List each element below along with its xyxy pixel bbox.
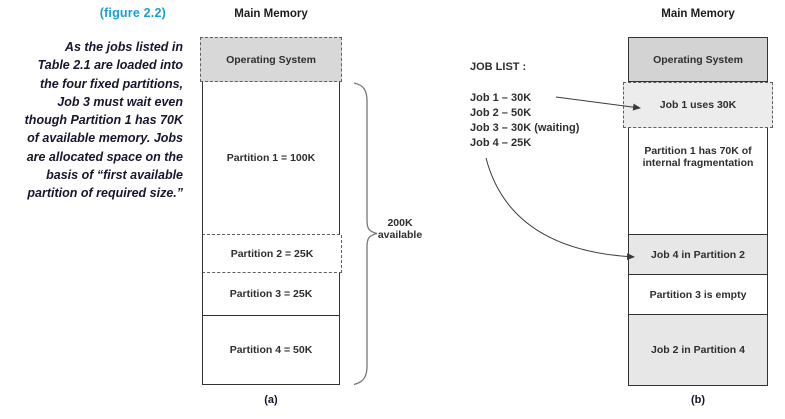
caption-line: Job 3 must wait even — [57, 94, 183, 109]
job-list-item-2: Job 2 – 50K — [470, 107, 532, 119]
available-memory-line2: available — [377, 228, 423, 241]
partition-1-fragmentation-label: Partition 1 has 70K of internal fragment… — [643, 145, 754, 169]
job-list-heading: JOB LIST : — [470, 61, 527, 73]
available-memory-label: 200K available — [376, 217, 424, 241]
job-list-item-1: Job 1 – 30K — [470, 92, 532, 104]
figure-caption: As the jobs listed in Table 2.1 are load… — [0, 38, 183, 203]
sublabel-b: (b) — [690, 394, 706, 406]
os-box-a: Operating System — [200, 37, 342, 82]
caption-line: basis of “first available — [46, 168, 183, 183]
partition-1-fragmentation-box: Partition 1 has 70K of internal fragment… — [628, 128, 768, 235]
arrow-job4-icon — [485, 157, 635, 261]
partition-3-box: Partition 3 = 25K — [202, 273, 340, 316]
partition-2-box: Partition 2 = 25K — [202, 235, 342, 273]
job2-allocation-box: Job 2 in Partition 4 — [628, 315, 768, 386]
caption-line: As the jobs listed in — [64, 40, 183, 54]
fragmentation-line1: Partition 1 has 70K of — [644, 145, 752, 157]
main-memory-title-a: Main Memory — [234, 8, 308, 20]
caption-line: the four fixed partitions, — [39, 76, 183, 91]
partition-1-label: Partition 1 = 100K — [226, 152, 316, 164]
caption-line: partition of required size.” — [27, 186, 183, 201]
job4-allocation-box: Job 4 in Partition 2 — [628, 235, 768, 275]
partition-3-label: Partition 3 = 25K — [229, 288, 313, 300]
partition-3-empty-label: Partition 3 is empty — [649, 288, 747, 301]
job-list-item-4: Job 4 – 25K — [470, 137, 532, 149]
job1-allocation-label: Job 1 uses 30K — [659, 99, 737, 111]
caption-line: are allocated space on the — [26, 149, 183, 164]
os-label-a: Operating System — [226, 53, 316, 66]
caption-line: Table 2.1 are loaded into — [37, 58, 183, 73]
caption-line: of available memory. Jobs — [27, 131, 183, 146]
partition-2-label: Partition 2 = 25K — [230, 247, 314, 260]
os-label-b: Operating System — [653, 53, 743, 66]
job4-allocation-label: Job 4 in Partition 2 — [651, 248, 745, 261]
fragmentation-line2: internal fragmentation — [642, 157, 754, 169]
partition-4-label: Partition 4 = 50K — [229, 344, 313, 356]
job2-allocation-label: Job 2 in Partition 4 — [651, 344, 745, 356]
caption-line: though Partition 1 has 70K — [24, 113, 183, 128]
curly-brace-icon — [353, 82, 378, 386]
job1-allocation-box: Job 1 uses 30K — [623, 82, 773, 128]
available-memory-line1: 200K — [387, 217, 413, 229]
job-list-item-3: Job 3 – 30K (waiting) — [470, 122, 580, 134]
sublabel-a: (a) — [264, 394, 278, 406]
partition-3-empty-box: Partition 3 is empty — [628, 275, 768, 315]
main-memory-title-b: Main Memory — [661, 8, 735, 20]
partition-1-box: Partition 1 = 100K — [202, 82, 340, 235]
job-list: Job 1 – 30K Job 2 – 50K Job 3 – 30K (wai… — [470, 91, 579, 151]
figure-label: (figure 2.2) — [99, 6, 166, 20]
partition-4-box: Partition 4 = 50K — [202, 316, 340, 385]
os-box-b: Operating System — [628, 37, 768, 82]
